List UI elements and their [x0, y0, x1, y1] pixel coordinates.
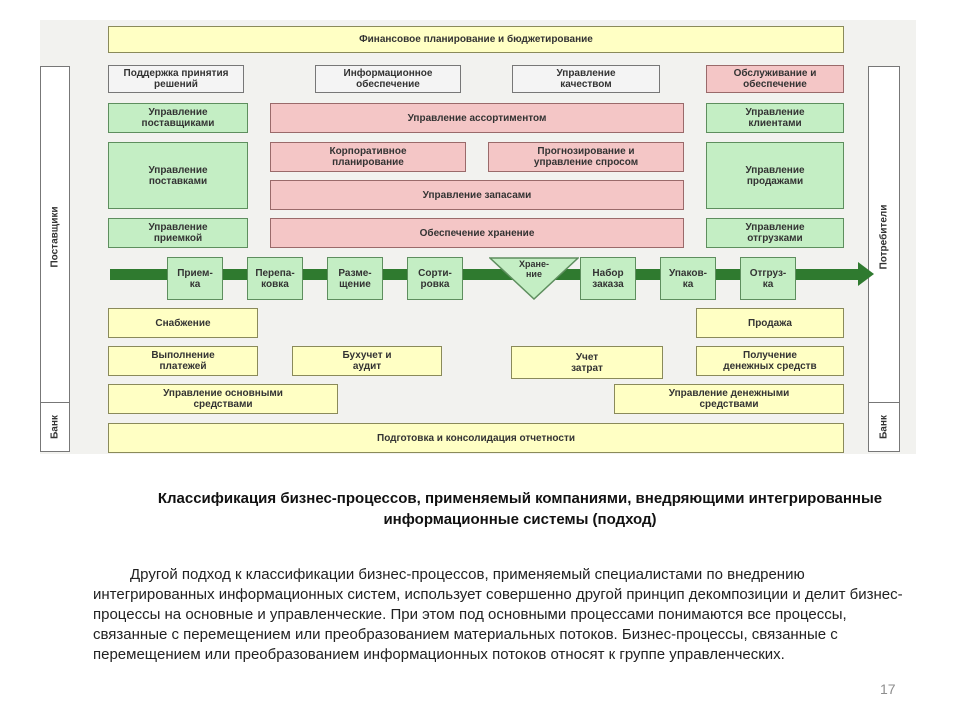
slide-paragraph: Другой подход к классификации бизнес-про… — [93, 566, 903, 663]
flow-step-packing: Упаков- ка — [660, 257, 716, 300]
sales-box: Продажа — [696, 308, 844, 338]
flow-storage-triangle — [489, 257, 579, 300]
receiving-management-box: Управление приемкой — [108, 218, 248, 248]
bank-right-label: Банк — [878, 415, 890, 439]
accounting-audit-box: Бухучет и аудит — [292, 346, 442, 376]
information-support-box: Информационное обеспечение — [315, 65, 461, 93]
clients-management-box: Управление клиентами — [706, 103, 844, 133]
sales-management-box: Управление продажами — [706, 142, 844, 209]
flow-storage-label: Хране- ние — [519, 259, 549, 279]
quality-management-box: Управление качеством — [512, 65, 660, 93]
maintenance-box: Обслуживание и обеспечение — [706, 65, 844, 93]
bank-left-panel: Банк — [40, 402, 70, 452]
consumers-label: Потребители — [878, 204, 890, 270]
bank-right-panel: Банк — [868, 402, 900, 452]
bank-left-label: Банк — [49, 415, 61, 439]
supply-box: Снабжение — [108, 308, 258, 338]
forecasting-box: Прогнозирование и управление спросом — [488, 142, 684, 172]
suppliers-label: Поставщики — [49, 206, 61, 268]
suppliers-panel: Поставщики — [40, 66, 70, 408]
reporting-box: Подготовка и консолидация отчетности — [108, 423, 844, 453]
flow-arrow-line — [110, 269, 862, 280]
consumers-panel: Потребители — [868, 66, 900, 408]
fixed-assets-box: Управление основными средствами — [108, 384, 338, 414]
slide-title: Классификация бизнес-процессов, применяе… — [157, 490, 883, 528]
flow-arrow-head — [858, 262, 874, 286]
cash-management-box: Управление денежными средствами — [614, 384, 844, 414]
flow-step-receiving: Прием- ка — [167, 257, 223, 300]
payments-box: Выполнение платежей — [108, 346, 258, 376]
flow-step-shipping: Отгруз- ка — [740, 257, 796, 300]
flow-step-placement: Разме- щение — [327, 257, 383, 300]
inventory-management-box: Управление запасами — [270, 180, 684, 210]
funds-receiving-box: Получение денежных средств — [696, 346, 844, 376]
business-process-diagram: Поставщики Банк Потребители Банк Финансо… — [40, 20, 916, 454]
decision-support-box: Поддержка принятия решений — [108, 65, 244, 93]
shipping-management-box: Управление отгрузками — [706, 218, 844, 248]
storage-provision-box: Обеспечение хранение — [270, 218, 684, 248]
assortment-management-box: Управление ассортиментом — [270, 103, 684, 133]
flow-step-repacking: Перепа- ковка — [247, 257, 303, 300]
flow-step-sorting: Сорти- ровка — [407, 257, 463, 300]
financial-planning-box: Финансовое планирование и бюджетирование — [108, 26, 844, 53]
cost-accounting-box: Учет затрат — [511, 346, 663, 379]
flow-step-order-picking: Набор заказа — [580, 257, 636, 300]
page-number: 17 — [880, 681, 896, 697]
deliveries-management-box: Управление поставками — [108, 142, 248, 209]
suppliers-management-box: Управление поставщиками — [108, 103, 248, 133]
corporate-planning-box: Корпоративное планирование — [270, 142, 466, 172]
